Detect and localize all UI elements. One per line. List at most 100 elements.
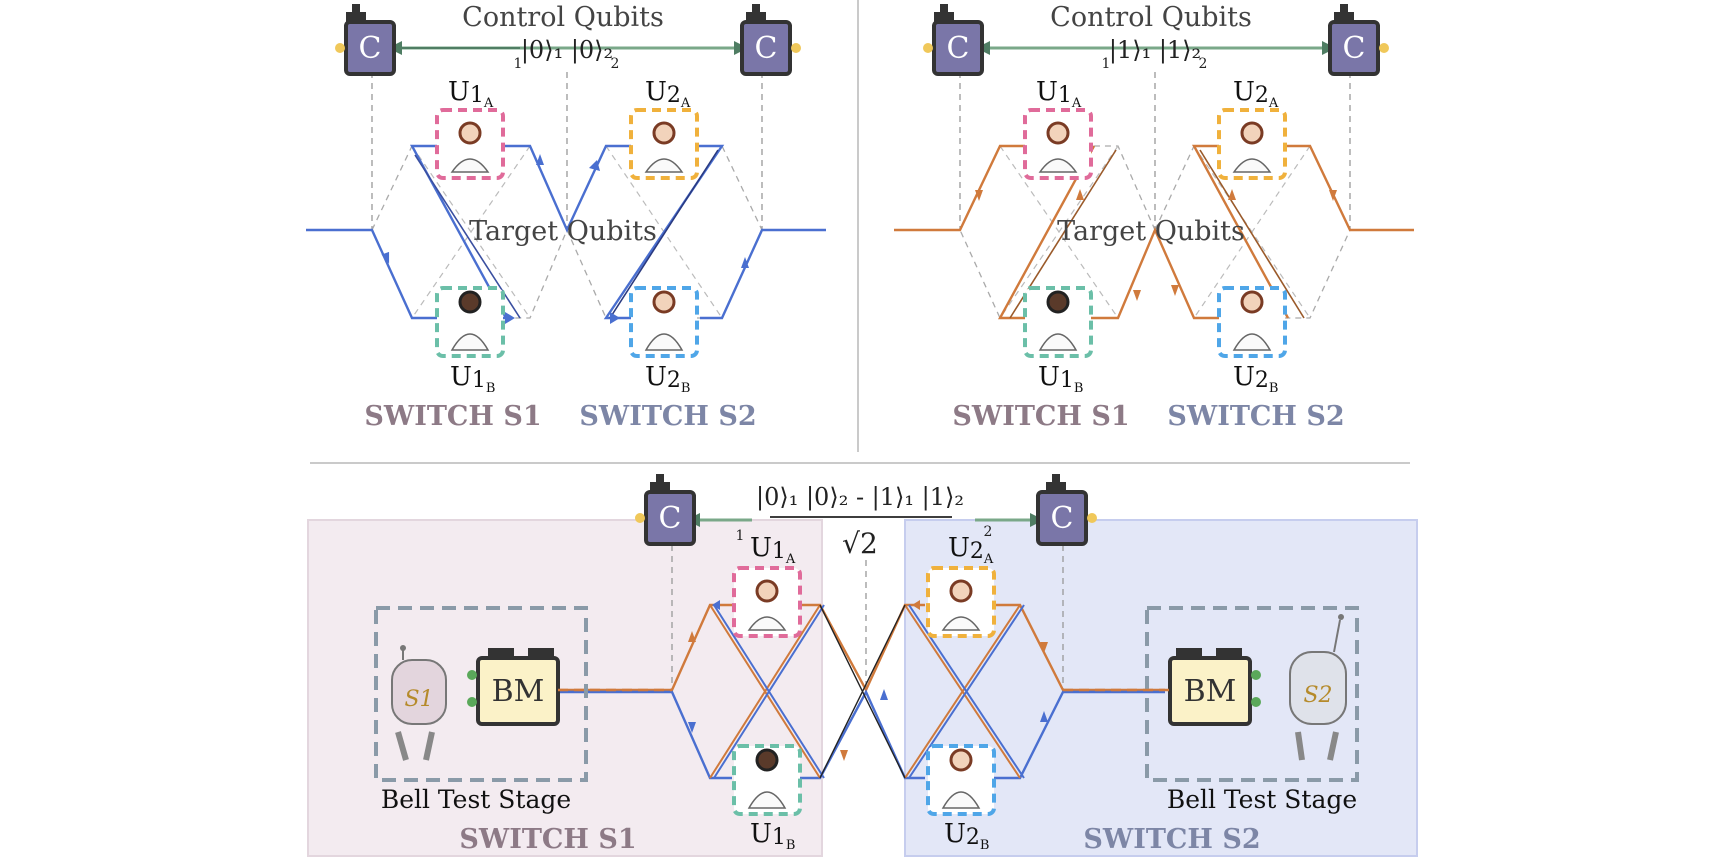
control-index-1: 1	[736, 528, 745, 544]
flow-arrow	[1040, 642, 1048, 653]
panel-bell-test: |0⟩₁ |0⟩₂ - |1⟩₁ |1⟩₂ √2 1 2 Bell Test S…	[374, 474, 1359, 855]
switch-s2-label: SWITCH S2	[579, 401, 756, 432]
flow-arrow	[1040, 711, 1048, 722]
control-index-1: 1	[1102, 56, 1111, 72]
flow-arrow	[536, 154, 544, 165]
flow-arrow	[688, 722, 696, 733]
flow-arrow	[880, 689, 888, 700]
unitary-u2a: U2A	[926, 533, 996, 638]
control-state: |1⟩₁ |1⟩₂	[1109, 36, 1201, 65]
bm-label: BM	[492, 674, 545, 709]
u-label: U2B	[944, 819, 989, 853]
flow-arrow	[688, 631, 696, 642]
dashed-cross	[999, 145, 1311, 319]
target-path-orange	[894, 144, 1414, 320]
flow-arrow	[741, 257, 749, 268]
flow-arrow	[975, 190, 983, 201]
unitary-u1a: U1A	[1023, 77, 1093, 180]
panel-control-00: Control Qubits |0⟩₁ |0⟩₂ 1 2 Target Qubi…	[306, 2, 826, 432]
panel-control-11: Control Qubits |1⟩₁ |1⟩₂ 1 2 Target Qubi…	[894, 2, 1414, 432]
control-device-left: C	[923, 4, 984, 76]
control-index-1: 1	[514, 56, 523, 72]
center-cross	[819, 604, 906, 779]
control-title: Control Qubits	[1050, 2, 1252, 33]
unitary-u1a: U1A	[435, 77, 505, 180]
u-label: U1A	[448, 77, 494, 111]
control-index-2: 2	[1199, 56, 1208, 72]
control-letter: C	[359, 31, 382, 66]
unitary-u2b: U2B	[629, 286, 699, 396]
control-letter: C	[1051, 501, 1074, 536]
bell-measurement-left: BM	[467, 648, 560, 726]
unitary-u2b: U2B	[1217, 286, 1287, 396]
flow-arrow	[1076, 189, 1084, 200]
target-path-blue	[306, 144, 826, 320]
u-label: U1A	[1036, 77, 1082, 111]
control-index-2: 2	[984, 524, 993, 540]
robot-s2: S2	[1289, 614, 1347, 761]
control-device-right: C	[1036, 474, 1097, 546]
control-device-right: C	[740, 4, 801, 76]
control-device-left: C	[335, 4, 396, 76]
u-label: U1B	[1038, 362, 1083, 396]
control-letter: C	[755, 31, 778, 66]
flow-arrow	[589, 160, 600, 171]
control-letter: C	[1343, 31, 1366, 66]
flow-arrow	[505, 312, 515, 324]
u-label: U1B	[450, 362, 495, 396]
switch-s2-label: SWITCH S2	[1083, 824, 1260, 855]
unitary-u1b: U1B	[732, 744, 802, 853]
bell-stage-label-left: Bell Test Stage	[381, 785, 571, 814]
bell-stage-right	[1145, 606, 1359, 782]
switch-s1-label: SWITCH S1	[364, 401, 541, 432]
switch-s1-label: SWITCH S1	[952, 401, 1129, 432]
robot-label: S2	[1303, 683, 1332, 708]
flow-arrow	[1171, 285, 1179, 296]
unitary-u2b: U2B	[926, 744, 996, 853]
dashed-cross	[411, 145, 723, 319]
unitary-u2a: U2A	[1217, 77, 1287, 180]
flow-arrow	[712, 600, 720, 610]
flow-arrow	[1133, 290, 1141, 301]
target-path-orange-cross	[709, 604, 1021, 779]
target-path-blue-cross	[713, 604, 1025, 779]
target-path-blue-inner	[609, 149, 719, 319]
control-device-left: C	[635, 474, 696, 546]
flow-arrow	[912, 600, 920, 610]
u-label: U1B	[750, 819, 795, 853]
control-device-right: C	[1328, 4, 1389, 76]
unitary-u1b: U1B	[1023, 286, 1093, 396]
u-label: U1A	[750, 533, 796, 567]
unitary-u1b: U1B	[435, 286, 505, 396]
robot-label: S1	[404, 687, 433, 712]
u-label: U2A	[948, 533, 994, 567]
bell-stage-left	[374, 606, 588, 782]
flow-arrow	[381, 251, 390, 264]
flow-arrow	[1228, 189, 1236, 200]
bm-label: BM	[1184, 674, 1237, 709]
switch-s1-label: SWITCH S1	[459, 824, 636, 855]
control-state: |0⟩₁ |0⟩₂	[521, 36, 613, 65]
robot-s1: S1	[391, 645, 447, 761]
u-label: U2B	[1233, 362, 1278, 396]
flow-arrow	[840, 750, 848, 761]
bell-state-numerator: |0⟩₁ |0⟩₂ - |1⟩₁ |1⟩₂	[756, 483, 964, 512]
unitary-u1a: U1A	[732, 533, 802, 638]
u-label: U2A	[1233, 77, 1279, 111]
target-path-orange-inner	[1199, 149, 1305, 319]
control-index-2: 2	[611, 56, 620, 72]
control-letter: C	[659, 501, 682, 536]
target-path-blue	[560, 689, 1165, 780]
flow-arrow	[1329, 190, 1337, 201]
switch-s2-label: SWITCH S2	[1167, 401, 1344, 432]
u-label: U2B	[645, 362, 690, 396]
bell-stage-label-right: Bell Test Stage	[1167, 785, 1357, 814]
control-title: Control Qubits	[462, 2, 664, 33]
target-label: Target Qubits	[469, 216, 657, 247]
control-letter: C	[947, 31, 970, 66]
flow-arrow	[610, 312, 620, 324]
bell-state-denominator: √2	[842, 527, 878, 560]
bell-measurement-right: BM	[1168, 648, 1261, 726]
unitary-u2a: U2A	[629, 77, 699, 180]
